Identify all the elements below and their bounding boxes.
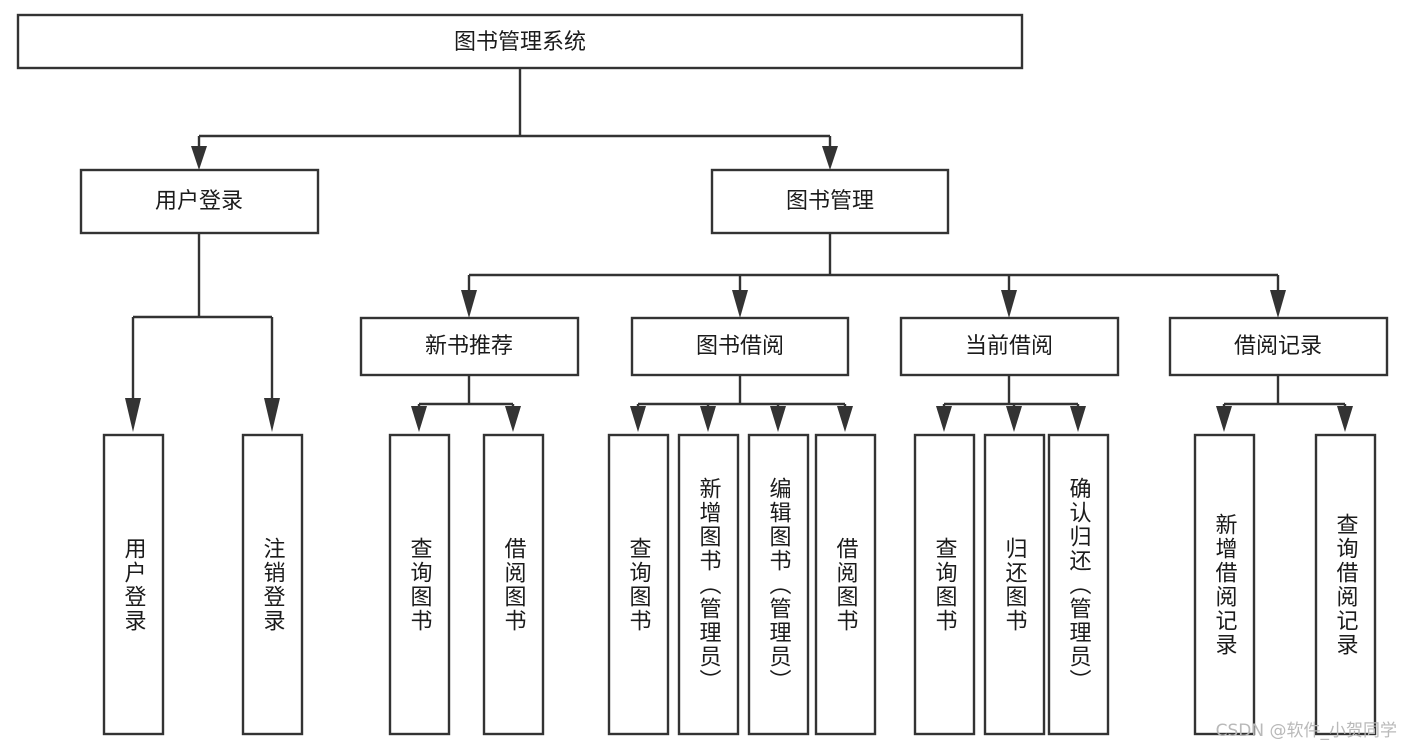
node-leaf-confirm-return-box[interactable] (1047, 433, 1110, 736)
arrow-to-leaf-borrow-book-2 (837, 406, 853, 432)
arrow-to-leaf-add-record (1216, 406, 1232, 432)
arrow-to-leaf-borrow-book-1 (505, 406, 521, 432)
arrow-to-leaf-query-book-3 (936, 406, 952, 432)
node-leaf-add-record[interactable]: 新增借阅记录 (1193, 433, 1256, 736)
node-leaf-edit-book-label: 编辑图书（管理员） (766, 477, 792, 693)
node-leaf-query-record[interactable]: 查询借阅记录 (1314, 433, 1377, 736)
node-leaf-query-book-3-label: 查询图书 (932, 537, 958, 633)
node-borrow-record[interactable]: 借阅记录 (1168, 316, 1389, 377)
node-leaf-user-logout[interactable]: 注销登录 (241, 433, 304, 736)
node-leaf-query-book-1[interactable]: 查询图书 (388, 433, 451, 736)
node-root-label: 图书管理系统 (454, 30, 586, 55)
arrow-to-leaf-query-book-1 (411, 406, 427, 432)
node-leaf-borrow-book-1-box[interactable] (482, 433, 545, 736)
node-leaf-confirm-return-label: 确认归还（管理员） (1066, 477, 1092, 693)
arrow-to-borrow-record (1270, 290, 1286, 318)
node-leaf-query-record-box[interactable] (1314, 433, 1377, 736)
arrow-to-leaf-query-book-2 (630, 406, 646, 432)
node-leaf-query-record-label: 查询借阅记录 (1333, 513, 1359, 657)
node-new-book-recommend[interactable]: 新书推荐 (359, 316, 580, 377)
node-leaf-user-login-label: 用户登录 (121, 537, 147, 633)
arrow-to-current-borrow (1001, 290, 1017, 318)
node-leaf-query-book-3[interactable]: 查询图书 (913, 433, 976, 736)
arrow-to-new-book-recommend (461, 290, 477, 318)
node-leaf-user-logout-label: 注销登录 (260, 537, 286, 633)
node-leaf-confirm-return[interactable]: 确认归还（管理员） (1047, 433, 1110, 736)
edges-layer (125, 68, 1353, 432)
node-book-borrow[interactable]: 图书借阅 (630, 316, 850, 377)
arrow-to-leaf-return-book (1006, 406, 1022, 432)
node-book-borrow-box[interactable] (630, 316, 850, 377)
node-borrow-record-label: 借阅记录 (1234, 334, 1322, 359)
node-leaf-borrow-book-2-box[interactable] (814, 433, 877, 736)
arrow-root-to-book-manage (822, 146, 838, 170)
node-leaf-edit-book-box[interactable] (747, 433, 810, 736)
node-book-manage-box[interactable] (710, 168, 950, 235)
node-user-login[interactable]: 用户登录 (79, 168, 320, 235)
node-leaf-query-book-2-label: 查询图书 (626, 537, 652, 633)
node-book-borrow-label: 图书借阅 (696, 334, 784, 359)
node-leaf-add-record-box[interactable] (1193, 433, 1256, 736)
node-leaf-query-book-3-box[interactable] (913, 433, 976, 736)
node-book-manage-label: 图书管理 (786, 189, 874, 214)
node-leaf-user-logout-box[interactable] (241, 433, 304, 736)
node-leaf-query-book-2[interactable]: 查询图书 (607, 433, 670, 736)
arrow-to-leaf-user-logout (264, 398, 280, 432)
node-current-borrow[interactable]: 当前借阅 (899, 316, 1120, 377)
node-leaf-return-book[interactable]: 归还图书 (983, 433, 1046, 736)
node-leaf-borrow-book-2-label: 借阅图书 (833, 537, 859, 633)
arrow-root-to-user-login (191, 146, 207, 170)
node-leaf-add-book-label: 新增图书（管理员） (696, 477, 722, 693)
node-new-book-recommend-label: 新书推荐 (425, 334, 513, 359)
node-leaf-add-book[interactable]: 新增图书（管理员） (677, 433, 740, 736)
node-borrow-record-box[interactable] (1168, 316, 1389, 377)
arrow-to-book-borrow (732, 290, 748, 318)
node-leaf-borrow-book-1[interactable]: 借阅图书 (482, 433, 545, 736)
node-current-borrow-label: 当前借阅 (965, 334, 1053, 359)
node-leaf-add-book-box[interactable] (677, 433, 740, 736)
node-current-borrow-box[interactable] (899, 316, 1120, 377)
node-root[interactable]: 图书管理系统 (16, 13, 1024, 70)
node-leaf-user-login-box[interactable] (102, 433, 165, 736)
node-leaf-return-book-label: 归还图书 (1002, 537, 1028, 633)
arrow-to-leaf-user-login (125, 398, 141, 432)
arrow-to-leaf-confirm-return (1070, 406, 1086, 432)
node-leaf-query-book-2-box[interactable] (607, 433, 670, 736)
node-leaf-borrow-book-1-label: 借阅图书 (501, 537, 527, 633)
node-new-book-recommend-box[interactable] (359, 316, 580, 377)
node-user-login-label: 用户登录 (155, 189, 243, 214)
node-leaf-query-book-1-box[interactable] (388, 433, 451, 736)
node-leaf-edit-book[interactable]: 编辑图书（管理员） (747, 433, 810, 736)
csdn-watermark: CSDN @软件_小贺同学 (1215, 721, 1397, 741)
node-leaf-query-book-1-label: 查询图书 (407, 537, 433, 633)
node-leaf-return-book-box[interactable] (983, 433, 1046, 736)
node-user-login-box[interactable] (79, 168, 320, 235)
node-book-manage[interactable]: 图书管理 (710, 168, 950, 235)
arrow-to-leaf-edit-book (770, 406, 786, 432)
arrow-to-leaf-query-record (1337, 406, 1353, 432)
node-leaf-borrow-book-2[interactable]: 借阅图书 (814, 433, 877, 736)
node-leaf-user-login[interactable]: 用户登录 (102, 433, 165, 736)
node-leaf-add-record-label: 新增借阅记录 (1212, 513, 1238, 657)
arrow-to-leaf-add-book (700, 406, 716, 432)
node-root-box[interactable] (16, 13, 1024, 70)
